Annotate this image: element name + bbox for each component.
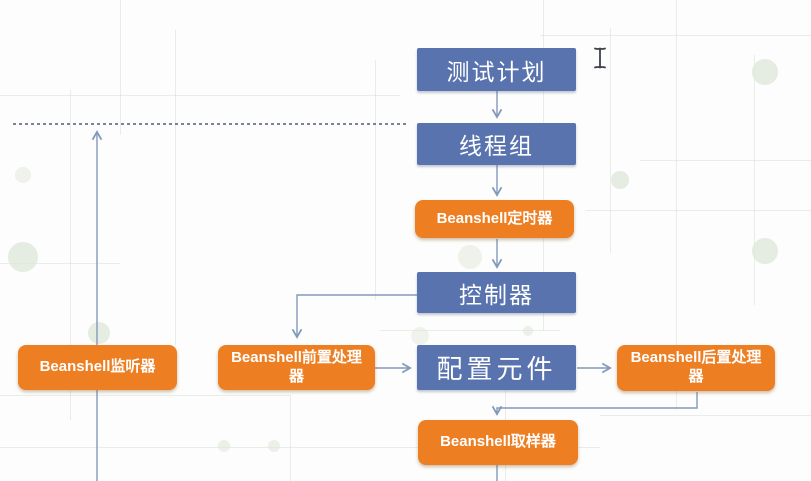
background-dot (411, 327, 429, 345)
background-dot (15, 167, 31, 183)
background-line (543, 0, 544, 330)
node-beanshell-listener: Beanshell监听器 (18, 345, 177, 390)
background-line (585, 210, 811, 211)
background-line (640, 160, 811, 161)
background-dot (458, 245, 482, 269)
background-line (0, 447, 600, 448)
background-line (540, 35, 811, 36)
background-dot (752, 59, 778, 85)
background-dot (268, 440, 280, 452)
node-beanshell-timer: Beanshell定时器 (415, 200, 574, 238)
background-line (610, 28, 611, 253)
background-dot (8, 242, 38, 272)
background-dot (752, 238, 778, 264)
background-line (120, 0, 121, 135)
background-dot (218, 440, 230, 452)
background-dot (611, 171, 629, 189)
node-config-element: 配置元件 (417, 345, 576, 390)
background-line (0, 263, 120, 264)
background-line (380, 330, 560, 331)
background-line (70, 90, 71, 420)
node-beanshell-post-processor: Beanshell后置处理器 (617, 345, 775, 391)
node-test-plan: 测试计划 (417, 48, 576, 91)
background-line (375, 60, 376, 300)
background-dot (88, 322, 110, 344)
background-line (290, 395, 291, 481)
background-line (676, 0, 677, 410)
background-dot (523, 326, 533, 336)
node-beanshell-sampler: Beanshell取样器 (418, 420, 578, 465)
edge-postprocessor-sampler (491, 392, 698, 416)
edge-controller-preprocessor (291, 294, 417, 339)
background-line (754, 55, 755, 305)
node-beanshell-pre-processor: Beanshell前置处理器 (218, 345, 375, 390)
node-controller: 控制器 (417, 272, 576, 313)
background-line (175, 30, 176, 345)
text-cursor-icon (594, 47, 606, 69)
node-thread-group: 线程组 (417, 123, 576, 165)
background-line (600, 415, 811, 416)
background-line (0, 95, 400, 96)
background-line (0, 395, 290, 396)
